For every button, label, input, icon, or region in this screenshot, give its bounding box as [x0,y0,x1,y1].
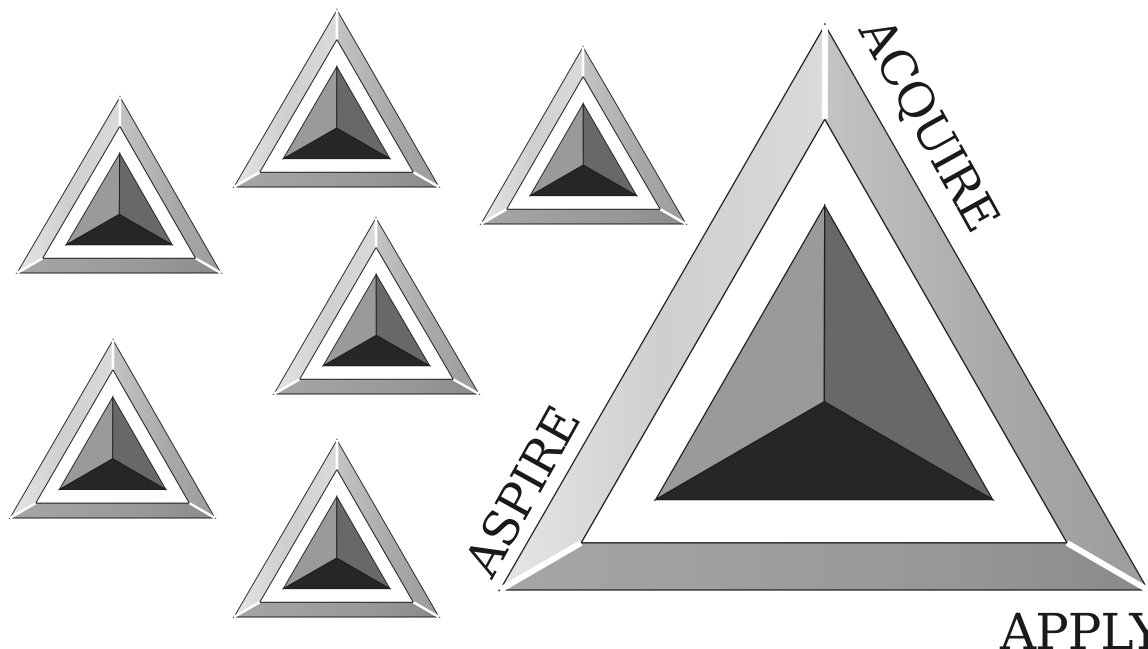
bevel-face-bottom [274,379,479,394]
small-triangle-5 [10,340,215,518]
bevel-face-bottom [500,543,1148,590]
bevel-face-bottom [234,172,439,187]
bevel-face-bottom [234,602,439,617]
bevel-face-bottom [17,258,221,273]
small-triangle-6 [234,440,439,617]
label-apply: APPLY [999,603,1148,649]
bevel-face-bottom [10,503,215,518]
small-triangle-4 [274,218,479,394]
small-triangle-1 [17,97,221,273]
small-triangle-3 [481,47,686,224]
bevel-face-bottom [481,209,686,224]
small-triangle-2 [234,10,439,187]
